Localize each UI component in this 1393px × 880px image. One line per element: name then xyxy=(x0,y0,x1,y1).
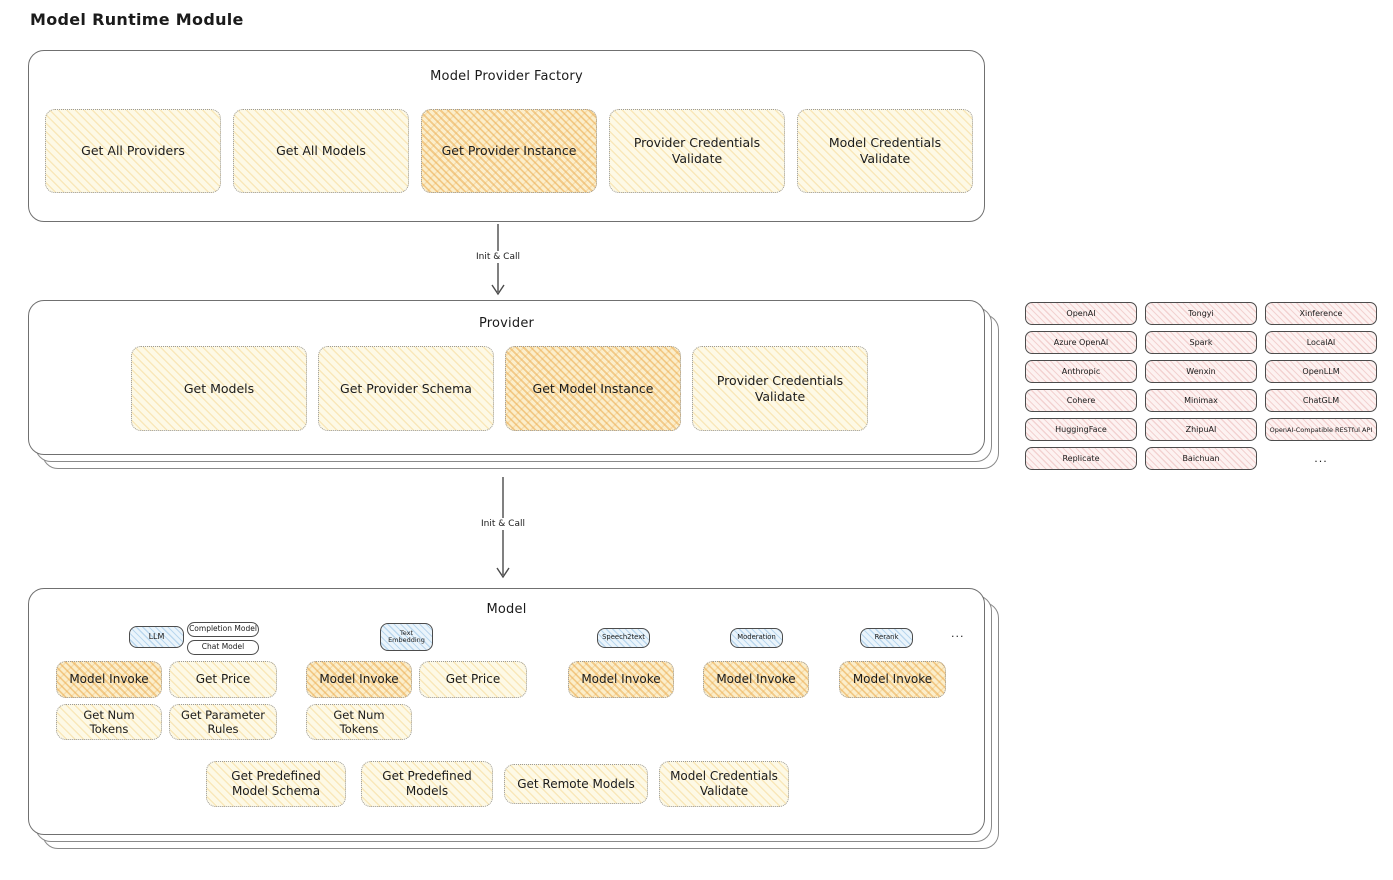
common-get-predefined-models: Get Predefined Models xyxy=(361,761,493,807)
provider-chip-baichuan: Baichuan xyxy=(1145,447,1257,470)
common-model-credentials-validate: Model Credentials Validate xyxy=(659,761,789,807)
tab-text-embedding: Text Embedding xyxy=(380,623,433,651)
provider-chip-openai: OpenAI xyxy=(1025,302,1137,325)
provider-item-get-models: Get Models xyxy=(131,346,307,431)
provider-chip-openllm: OpenLLM xyxy=(1265,360,1377,383)
factory-title: Model Provider Factory xyxy=(430,69,583,84)
provider-chip-azure-openai: Azure OpenAI xyxy=(1025,331,1137,354)
tab-completion-model: Completion Model xyxy=(187,622,259,637)
model-title: Model xyxy=(486,602,527,617)
factory-item-get-all-providers: Get All Providers xyxy=(45,109,221,193)
text-embedding-get-num-tokens: Get Num Tokens xyxy=(306,704,412,740)
provider-chip-huggingface: HuggingFace xyxy=(1025,418,1137,441)
tab-speech2text: Speech2text xyxy=(597,628,650,648)
llm-get-price: Get Price xyxy=(169,661,277,698)
provider-chip-minimax: Minimax xyxy=(1145,389,1257,412)
common-get-remote-models: Get Remote Models xyxy=(504,764,648,804)
provider-chip-chatglm: ChatGLM xyxy=(1265,389,1377,412)
provider-chip-anthropic: Anthropic xyxy=(1025,360,1137,383)
tab-llm: LLM xyxy=(129,626,184,648)
provider-chip-zhipuai: ZhipuAI xyxy=(1145,418,1257,441)
provider-chip-openai-compatible-restful-api: OpenAI-Compatible RESTful API xyxy=(1265,418,1377,441)
providers-grid: OpenAI Tongyi Xinference Azure OpenAI Sp… xyxy=(1025,302,1377,470)
provider-item-get-provider-schema: Get Provider Schema xyxy=(318,346,494,431)
provider-chip-cohere: Cohere xyxy=(1025,389,1137,412)
provider-box: Provider Get Models Get Provider Schema … xyxy=(28,300,985,455)
providers-more-ellipsis: ... xyxy=(1314,452,1328,465)
provider-chip-tongyi: Tongyi xyxy=(1145,302,1257,325)
tab-chat-model: Chat Model xyxy=(187,640,259,655)
model-box: Model LLM Completion Model Chat Model Te… xyxy=(28,588,985,835)
init-call-arrow-factory-to-provider: Init & Call xyxy=(472,224,524,296)
tabs-more-ellipsis: ... xyxy=(951,627,965,640)
provider-item-get-model-instance: Get Model Instance xyxy=(505,346,681,431)
llm-model-invoke: Model Invoke xyxy=(56,661,162,698)
moderation-model-invoke: Model Invoke xyxy=(703,661,809,698)
provider-chip-xinference: Xinference xyxy=(1265,302,1377,325)
arrow-label: Init & Call xyxy=(472,251,524,264)
init-call-arrow-provider-to-model: Init & Call xyxy=(477,477,529,579)
provider-chip-spark: Spark xyxy=(1145,331,1257,354)
page-title: Model Runtime Module xyxy=(30,10,244,29)
tab-rerank: Rerank xyxy=(860,628,913,648)
text-embedding-get-price: Get Price xyxy=(419,661,527,698)
model-provider-factory-box: Model Provider Factory Get All Providers… xyxy=(28,50,985,222)
provider-chip-wenxin: Wenxin xyxy=(1145,360,1257,383)
rerank-model-invoke: Model Invoke xyxy=(839,661,946,698)
llm-get-num-tokens: Get Num Tokens xyxy=(56,704,162,740)
common-get-predefined-model-schema: Get Predefined Model Schema xyxy=(206,761,346,807)
factory-item-model-credentials-validate: Model Credentials Validate xyxy=(797,109,973,193)
arrow-label: Init & Call xyxy=(477,517,529,530)
factory-item-get-provider-instance: Get Provider Instance xyxy=(421,109,597,193)
text-embedding-model-invoke: Model Invoke xyxy=(306,661,412,698)
speech2text-model-invoke: Model Invoke xyxy=(568,661,674,698)
factory-item-get-all-models: Get All Models xyxy=(233,109,409,193)
provider-chip-localai: LocalAI xyxy=(1265,331,1377,354)
llm-get-parameter-rules: Get Parameter Rules xyxy=(169,704,277,740)
provider-item-provider-credentials-validate: Provider Credentials Validate xyxy=(692,346,868,431)
tab-moderation: Moderation xyxy=(730,628,783,648)
provider-title: Provider xyxy=(478,316,535,331)
provider-chip-replicate: Replicate xyxy=(1025,447,1137,470)
factory-item-provider-credentials-validate: Provider Credentials Validate xyxy=(609,109,785,193)
